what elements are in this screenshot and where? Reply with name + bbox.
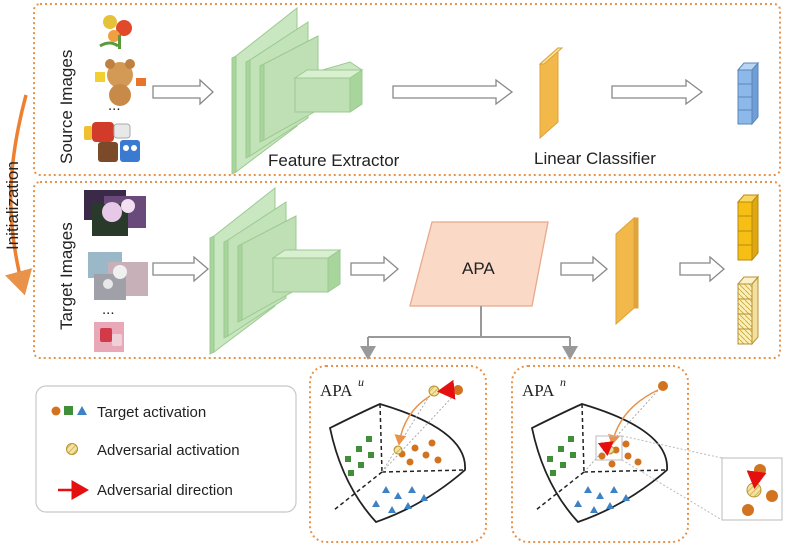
panel-apa-u: APA u [309, 365, 487, 543]
source-arrow-2 [392, 78, 514, 106]
source-feature-extractor [231, 6, 364, 175]
legend-adversarial-activation: Adversarial activation [97, 442, 240, 459]
target-arrow-4 [679, 255, 725, 283]
source-frame [33, 3, 781, 176]
panel-u-superscript: u [358, 375, 364, 389]
initialization-label: Initialization [3, 161, 22, 250]
source-image-flowers [99, 15, 132, 49]
target-image-dogs [88, 252, 148, 300]
target-feature-extractor [209, 186, 342, 355]
source-images-label: Source Images [57, 50, 76, 164]
target-image-flowers [84, 190, 146, 236]
target-linear-classifier [615, 216, 639, 326]
adversarial-activation-icon [66, 443, 78, 455]
target-ellipsis: ... [102, 301, 115, 318]
panel-apa-n: APA n [511, 365, 689, 543]
target-output-yellow [736, 193, 760, 262]
target-output-hatched [736, 275, 760, 346]
source-image-thumbnails: ... [84, 15, 146, 162]
apa-module [409, 221, 549, 307]
target-images-label: Target Images [57, 222, 76, 330]
target-arrow-3 [560, 255, 608, 283]
source-image-mugs [84, 122, 140, 162]
legend-adversarial-direction: Adversarial direction [97, 482, 233, 499]
apa-to-panels-connector [360, 306, 578, 360]
zoom-inset [621, 435, 783, 521]
initialization-arrow [5, 94, 33, 296]
source-linear-classifier [538, 46, 564, 140]
apa-label: APA [462, 259, 495, 278]
panel-n-superscript: n [560, 375, 566, 389]
legend-target-markers [51, 406, 87, 416]
panel-n-title: APA [522, 381, 555, 400]
legend-box [35, 385, 297, 513]
target-arrow-1 [152, 255, 209, 283]
source-output-blue [736, 61, 760, 126]
panel-u-title: APA [320, 381, 353, 400]
target-image-mugs [94, 322, 124, 352]
target-frame [33, 181, 781, 359]
legend-target-activation: Target activation [97, 404, 206, 421]
source-ellipsis: ... [108, 97, 121, 114]
source-arrow-1 [152, 78, 214, 106]
linear-classifier-label: Linear Classifier [534, 149, 656, 168]
target-arrow-2 [350, 255, 399, 283]
source-arrow-3 [611, 78, 704, 106]
source-image-bear [95, 59, 146, 106]
feature-extractor-label: Feature Extractor [268, 151, 400, 170]
target-image-thumbnails: ... [84, 190, 148, 352]
